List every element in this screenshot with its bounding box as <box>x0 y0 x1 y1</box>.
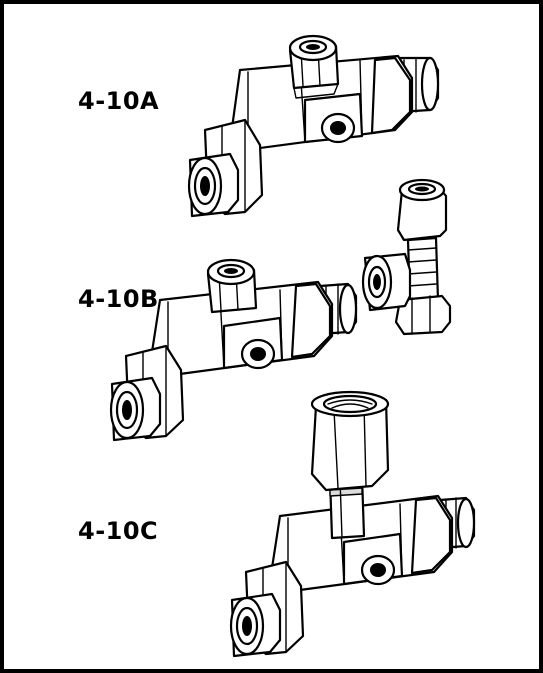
fitting-4-10c <box>229 390 476 658</box>
figure-label-4-10a: 4-10A <box>78 87 160 115</box>
fitting-4-10b <box>109 258 358 442</box>
figure-label-4-10b: 4-10B <box>78 285 159 313</box>
fitting-4-10a-body <box>230 54 414 152</box>
fitting-4-10b-body <box>150 280 334 378</box>
fitting-4-10c-adapter <box>310 390 390 492</box>
fitting-4-10b-top-nut <box>206 258 258 314</box>
fitting-standalone-tee <box>361 178 452 336</box>
figure-label-4-10c: 4-10C <box>78 517 159 545</box>
fitting-4-10c-riser <box>328 474 366 540</box>
fitting-4-10b-left-nut <box>109 376 162 442</box>
tee-vertical-run <box>394 178 452 336</box>
fitting-4-10c-left-nut <box>229 592 282 658</box>
tee-side-branch <box>361 252 412 312</box>
fitting-4-10c-body <box>270 494 454 594</box>
fitting-4-10a <box>187 34 440 218</box>
fitting-4-10a-left-nut <box>187 152 240 218</box>
fitting-4-10a-top-nut <box>288 34 340 99</box>
